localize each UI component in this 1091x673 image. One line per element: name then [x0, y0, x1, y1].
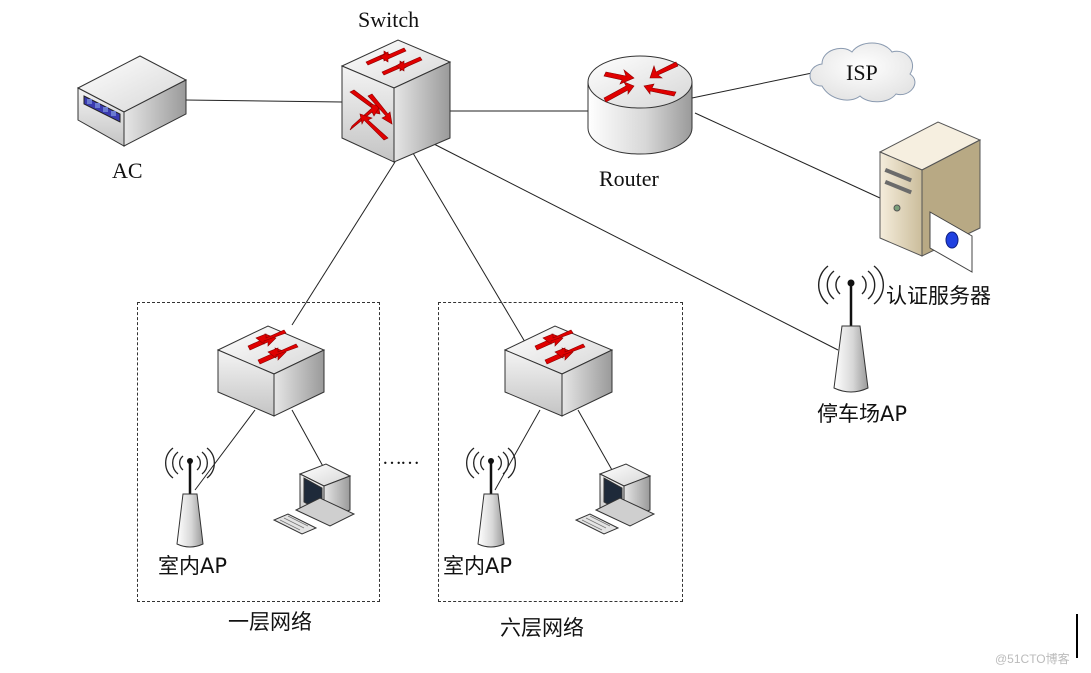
- link-floor6-ap: [494, 409, 541, 491]
- ac-box-icon: [76, 55, 188, 147]
- link-router-server: [694, 112, 881, 199]
- link-switch-floor6: [409, 147, 526, 343]
- link-ac-switch: [184, 99, 343, 103]
- links: [184, 72, 881, 491]
- ac-label: AC: [112, 158, 143, 183]
- floor-6-label: 六层网络: [500, 616, 584, 640]
- indoor-ap-label-floor-6: 室内AP: [443, 554, 513, 578]
- core-switch-icon: [340, 39, 452, 163]
- computer-icon: [574, 463, 656, 535]
- floor-1-label: 一层网络: [228, 610, 312, 634]
- cursor-bar: [1076, 614, 1078, 658]
- link-floor1-pc: [291, 409, 326, 471]
- floor-switch-icon: [503, 325, 614, 417]
- antenna-icon: [165, 447, 215, 548]
- router-label: Router: [599, 166, 659, 191]
- link-floor6-pc: [577, 409, 613, 471]
- link-switch-parking-ap: [429, 141, 839, 351]
- router-icon: [587, 55, 693, 155]
- link-router-isp: [691, 72, 813, 99]
- server-icon: [878, 121, 982, 273]
- parking-ap-label: 停车场AP: [817, 402, 908, 426]
- floor-6-group: [438, 302, 683, 602]
- antenna-icon: [818, 265, 884, 393]
- watermark: @51CTO博客: [995, 652, 1070, 666]
- antenna-icon: [466, 447, 516, 548]
- ellipsis-label: ……: [382, 447, 420, 469]
- link-floor1-ap: [194, 409, 256, 491]
- cloud-icon: [809, 42, 916, 103]
- link-switch-floor1: [291, 161, 396, 326]
- computer-icon: [272, 463, 356, 535]
- floor-switch-icon: [216, 325, 326, 417]
- floor-1-group: [137, 302, 380, 602]
- auth-server-label: 认证服务器: [886, 284, 991, 308]
- indoor-ap-label-floor-1: 室内AP: [158, 554, 228, 578]
- switch-label: Switch: [358, 7, 420, 32]
- isp-label: ISP: [846, 60, 878, 85]
